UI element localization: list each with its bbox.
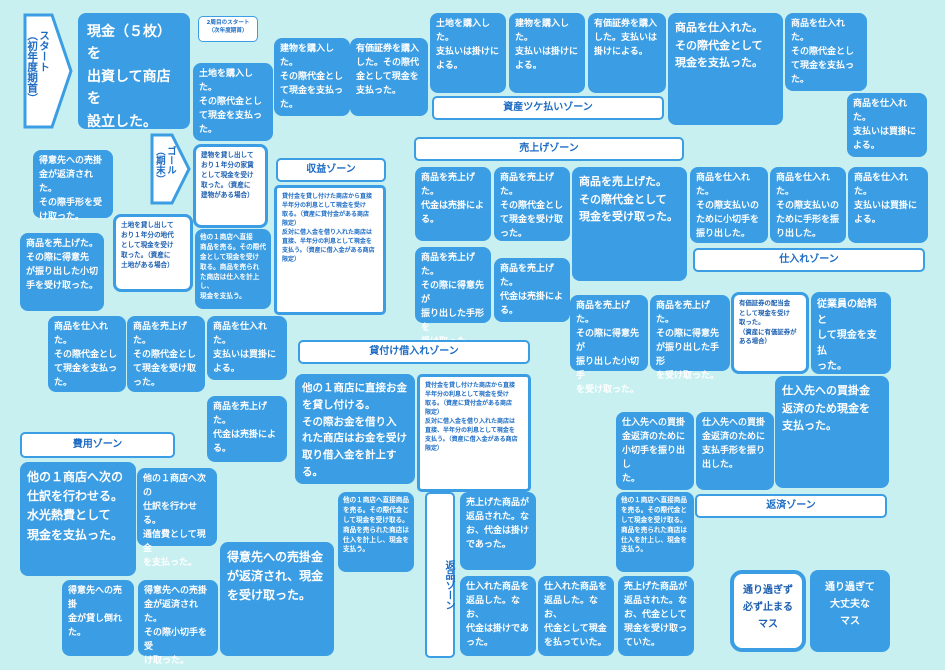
zone-henpin: 返品ゾーン [425,492,455,658]
square-d7[interactable]: 従業員の給料と して現金を支払 った。 [811,292,891,374]
second-start-note: 2周目のスタート （次年度期首） [198,16,258,42]
zone-shisan-tsuke: 資産ツケ払いゾーン [432,96,664,120]
square-a9[interactable]: 商品を仕入れた。 その際代金とし て現金を支払っ た。 [785,13,867,91]
square-c4[interactable]: 商品を売上げた。 その際に得意先が 振り出した手形を 受け取った。 [415,247,491,347]
zone-hensai: 返済ゾーン [695,494,887,518]
start-label: スタート （初年度期首） [26,30,51,104]
square-a6[interactable]: 建物を購入した。 支払いは掛けに よる。 [509,13,585,93]
square-b2[interactable]: 得意先への売掛 金が返済された。 その際手形を受 け取った。 [33,150,113,222]
square-d3[interactable]: 商品を仕入れた。 支払いは買掛に よる。 [848,167,928,243]
square-c5[interactable]: 商品を売上げた。 代金は売掛によ る。 [494,258,570,322]
zone-kashitsuke: 貸付け借入れゾーン [298,340,530,364]
square-e1[interactable]: 商品を仕入れた。 その際代金とし て現金を支払っ た。 [48,316,126,392]
square-d6[interactable]: 有価証券の配当金 として現金を受け 取った。 （資産に有価証券が ある場合） [731,292,809,374]
square-b5[interactable]: 他の１商店へ直接 商品を売る。その際代 金として現金を受け 取る。商品を売られ … [195,229,271,309]
square-h5[interactable]: 得意先への売掛金 が返済され、現金 を受け取った。 [220,542,334,656]
zone-uriage: 売上げゾーン [414,137,684,161]
start-arrow-icon [23,13,73,129]
square-i5[interactable]: 売上げた商品が 返品された。な お、代金として 現金を受け取っ ていた。 [618,576,694,656]
square-a3[interactable]: 建物を購入した。 その際代金とし て現金を支払っ た。 [274,38,350,116]
square-c2[interactable]: 商品を売上げた。 その際代金とし て現金を受け取 った。 [494,167,570,241]
zone-shiire: 仕入れゾーン [693,248,925,272]
shueki-note: 貸付金を貸し付けた商店から直接 半年分の利息として現金を受け 取る。（資産に貸付… [274,185,386,315]
square-h2[interactable]: 他の１商店へ次の 仕訳を行わせる。 通信費として現金 を支払った。 [137,468,217,568]
square-d5[interactable]: 商品を売上げた。 その際に得意先 が振り出した手形 を受け取った。 [650,295,730,381]
zone-shueki: 収益ゾーン [276,158,386,182]
square-g2[interactable]: 仕入先への買掛 金返済のために 支払手形を振り 出した。 [696,412,774,490]
square-c3[interactable]: 商品を売上げた。 その際代金として 現金を受け取った。 [572,167,687,281]
square-b1[interactable]: 建物を貸し出して おり１年分の家賃 として現金を受け 取った。（資産に 建物があ… [193,144,268,228]
goal-label: ゴール （期末） [153,146,176,184]
square-h1[interactable]: 他の１商店へ次の 仕訳を行わせる。 水光熱費として 現金を支払った。 [20,462,136,576]
square-a10[interactable]: 商品を仕入れた。 支払いは買掛に よる。 [847,93,927,157]
rule-pass-ok: 通り過ぎて 大丈夫な マス [810,570,890,652]
rule-must-stop: 通り過ぎず 必ず止まる マス [730,570,806,652]
square-i1[interactable]: 他の１商店へ直接商品 を売る。その際代金と して現金を受け取る。 商品を売られた… [338,492,414,572]
square-i3[interactable]: 仕入れた商品を 返品した。なお、 代金は掛けであ った。 [460,576,536,656]
square-a1[interactable]: 現金（５枚）を 出資して商店を 設立した。 [78,13,190,130]
square-e2[interactable]: 商品を売上げた。 その際代金とし て現金を受け取 った。 [127,316,205,392]
square-f1[interactable]: 他の１商店に直接お金 を貸し付ける。 その際お金を借り入 れた商店はお金を受け … [295,374,415,484]
square-g4[interactable]: 他の１商店へ直接商品 を売る。その際代金と して現金を受け取る。 商品を売られた… [616,492,694,572]
square-c1[interactable]: 商品を売上げた。 代金は売掛によ る。 [415,167,491,241]
square-e4[interactable]: 商品を売上げた。 代金は売掛によ る。 [207,396,287,462]
square-g3[interactable]: 仕入先への買掛金 返済のため現金を 支払った。 [775,376,889,488]
square-b3[interactable]: 土地を貸し出して おり１年分の地代 として現金を受け 取った。（資産に 土地があ… [113,214,193,292]
square-g1[interactable]: 仕入先への買掛 金返済のために 小切手を振り出し た。 [616,412,694,490]
square-a5[interactable]: 土地を購入した。 支払いは掛けに よる。 [430,13,506,93]
goal-arrow-icon [150,133,191,205]
square-d1[interactable]: 商品を仕入れた。 その際支払いの ために小切手を 振り出した。 [690,167,768,243]
square-b4[interactable]: 商品を売上げた。 その際に得意先 が振り出した小切 手を受け取った。 [20,233,104,311]
square-a8[interactable]: 商品を仕入れた。 その際代金として 現金を支払った。 [668,13,783,125]
zone-hiyou: 費用ゾーン [20,432,175,458]
square-h3[interactable]: 得意先への売掛 金が貸し倒れた。 [62,580,134,656]
square-d2[interactable]: 商品を仕入れた。 その際支払いの ために手形を振 り出した。 [770,167,846,243]
square-i4[interactable]: 仕入れた商品を 返品した。なお、 代金として現金 を払っていた。 [538,576,614,656]
square-a2[interactable]: 土地を購入した。 その際代金とし て現金を支払っ た。 [193,63,273,141]
kashi-note: 貸付金を貸し付けた商店から直接 半年分の利息として現金を受け 取る。（資産に貸付… [417,374,531,492]
square-d4[interactable]: 商品を売上げた。 その際に得意先が 振り出した小切手 を受け取った。 [570,295,648,395]
square-h4[interactable]: 得意先への売掛 金が返済された。 その際小切手を受 け取った。 [138,580,218,666]
square-a7[interactable]: 有価証券を購入 した。支払いは 掛けによる。 [588,13,666,93]
square-a4[interactable]: 有価証券を購入 した。その際代 金として現金を 支払った。 [350,38,428,116]
square-e3[interactable]: 商品を仕入れた。 支払いは買掛に よる。 [207,316,287,380]
square-i2[interactable]: 売上げた商品が 返品された。な お、代金は掛け であった。 [460,492,536,570]
